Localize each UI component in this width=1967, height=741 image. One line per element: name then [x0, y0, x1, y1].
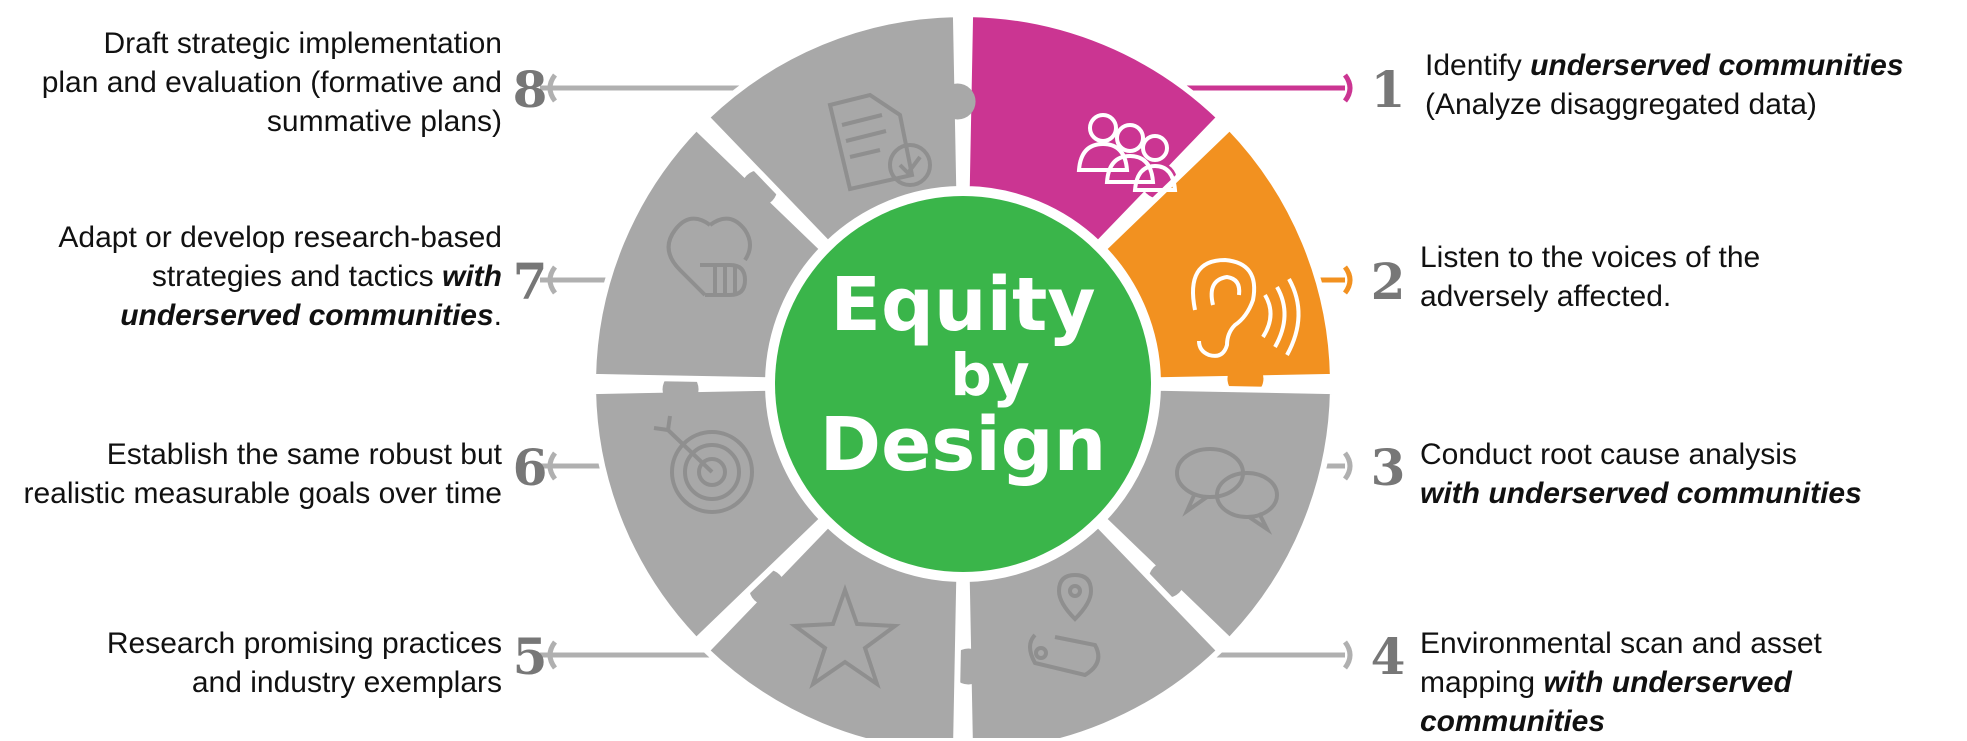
step-number-1: 1: [1371, 60, 1406, 119]
puzzle-ring: [590, 11, 1336, 738]
center-circle: [775, 196, 1151, 572]
step-7-line3-period: .: [493, 299, 502, 332]
puzzle-piece-5: [702, 520, 963, 738]
document-check-icon: [827, 92, 932, 192]
step-1-line1-plain: Identify: [1425, 49, 1531, 82]
puzzle-piece-4: [963, 520, 1224, 738]
step-5-text: Research promising practices and industr…: [107, 624, 502, 702]
star-icon: [789, 583, 901, 690]
speech-bubbles-icon: [1175, 447, 1279, 535]
puzzle-piece-3: [1099, 384, 1336, 645]
puzzle-piece-6: [590, 384, 827, 645]
step-5-line2: and industry exemplars: [191, 666, 502, 699]
step-3-line2: with underserved communities: [1420, 477, 1862, 510]
step-6-line1: Establish the same robust but: [106, 438, 502, 471]
step-2-line1: Listen to the voices of the: [1420, 241, 1761, 274]
step-1-text: Identify underserved communities (Analyz…: [1425, 46, 1904, 124]
step-2-line2: adversely affected.: [1420, 280, 1672, 313]
step-4-line1: Environmental scan and asset: [1420, 627, 1822, 660]
step-number-7: 7: [513, 252, 548, 311]
step-number-6: 6: [513, 438, 548, 497]
step-3-text: Conduct root cause analysis with underse…: [1420, 435, 1862, 513]
step-1-line1-emphasis: underserved communities: [1530, 49, 1904, 82]
center-title-line2: by: [950, 341, 1029, 409]
ear-icon: [1191, 257, 1301, 358]
step-4-line2-plain: mapping: [1420, 666, 1544, 699]
step-8-text: Draft strategic implementation plan and …: [42, 24, 502, 141]
step-8-line2: plan and evaluation (formative and: [41, 66, 502, 99]
puzzle-piece-1: [963, 11, 1224, 248]
step-3-line1: Conduct root cause analysis: [1420, 438, 1797, 471]
step-number-5: 5: [513, 627, 548, 686]
step-7-line3-emphasis: underserved communities: [120, 299, 494, 332]
step-number-4: 4: [1371, 627, 1406, 686]
step-number-8: 8: [513, 60, 548, 119]
step-7-text: Adapt or develop research-based strategi…: [58, 218, 502, 335]
step-number-3: 3: [1371, 438, 1406, 497]
step-7-line1: Adapt or develop research-based: [58, 221, 502, 254]
step-8-line3: summative plans): [266, 105, 502, 138]
handshake-icon: [666, 216, 752, 297]
step-4-line2-emphasis: with underserved communities: [1420, 666, 1792, 738]
step-8-line1: Draft strategic implementation: [103, 27, 503, 60]
step-7-line2-emphasis: with: [442, 260, 502, 293]
puzzle-knob-8: [939, 83, 976, 120]
step-7-line2-plain: strategies and tactics: [151, 260, 442, 293]
step-4-text: Environmental scan and asset mapping wit…: [1420, 624, 1967, 741]
step-1-line2: (Analyze disaggregated data): [1425, 88, 1817, 121]
step-6-text: Establish the same robust but realistic …: [23, 435, 502, 513]
puzzle-piece-8: [702, 11, 963, 248]
puzzle-piece-7: [590, 123, 827, 384]
puzzle-piece-2: [1099, 123, 1336, 384]
map-pin-icon: [1028, 572, 1101, 678]
target-icon: [653, 415, 754, 514]
people-icon: [1076, 113, 1178, 192]
step-6-line2: realistic measurable goals over time: [23, 477, 502, 510]
step-5-line1: Research promising practices: [106, 627, 502, 660]
step-number-2: 2: [1371, 252, 1406, 311]
step-2-text: Listen to the voices of the adversely af…: [1420, 238, 1760, 316]
center-title-line3: Design: [820, 402, 1107, 488]
center-title-line1: Equity: [830, 262, 1095, 348]
